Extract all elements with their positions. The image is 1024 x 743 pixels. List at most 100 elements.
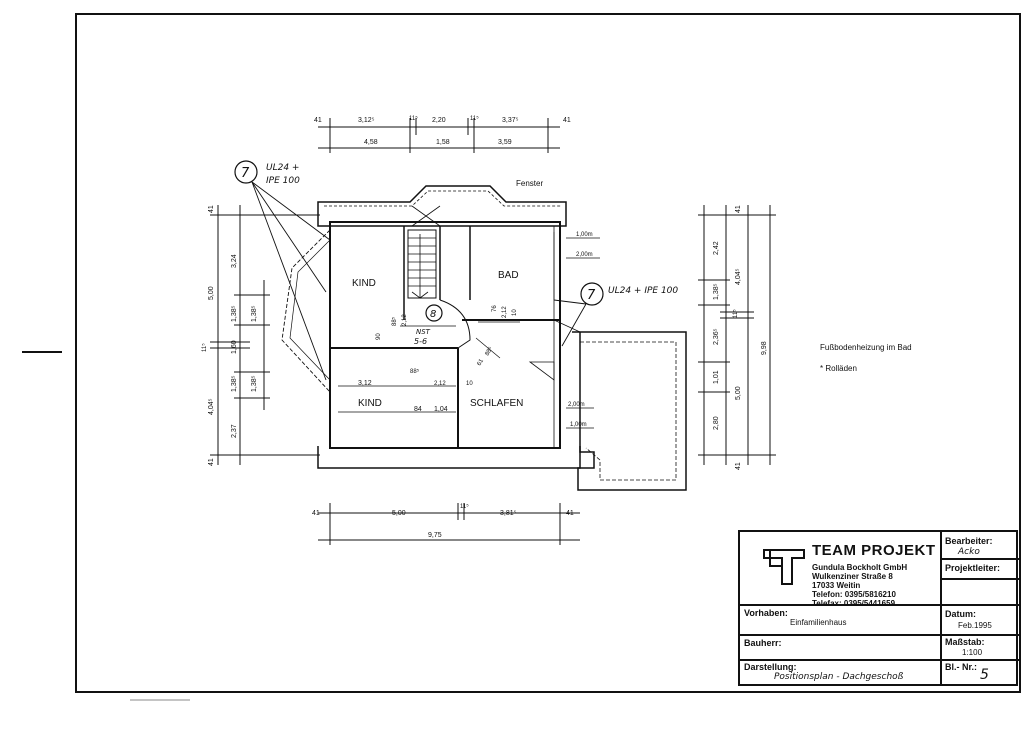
dim-right-i3: 2,36⁵	[713, 328, 720, 345]
dim-left-i2: 1,38⁵	[231, 305, 238, 322]
dimension-top	[318, 118, 560, 153]
datum-label: Datum:	[945, 609, 976, 619]
dim-top-4: 2,20	[432, 117, 446, 124]
dim-left-1: 41	[208, 205, 215, 213]
dim-right-i2: 1,38⁵	[713, 283, 720, 300]
dim-inner-k: 88⁵	[391, 316, 398, 326]
dim-inner-b: 2,00m	[576, 252, 593, 258]
company-phone: Telefon: 0395/5816210	[812, 590, 896, 599]
dim-inner-e: 3,12	[358, 380, 372, 387]
dim-inner-g: 1,04	[434, 406, 448, 413]
dim-right-i1: 2,42	[713, 241, 720, 255]
dim-right-i5: 2,80	[713, 416, 720, 430]
dim-inner-a: 1,00m	[576, 232, 593, 238]
tb-line	[740, 634, 940, 636]
vorhaben-value: Einfamilienhaus	[790, 618, 847, 627]
dim-inner-c: 2,00m	[568, 402, 585, 408]
dim-top-6: 3,37⁵	[502, 117, 519, 124]
dim-inner-i: 2,12	[434, 381, 446, 387]
bauherr-label: Bauherr:	[744, 638, 782, 648]
dim-top-2: 3,12⁵	[358, 117, 375, 124]
title-block: TEAM PROJEKT Gundula Bockholt GmbH Wulke…	[738, 530, 1020, 686]
dim-left-5: 41	[208, 458, 215, 466]
dim-right-5: 41	[735, 462, 742, 470]
tb-line	[940, 634, 1020, 636]
dim-bot-4: 3,81⁵	[500, 510, 517, 517]
position-tag-right-line1: UL24 + IPE 100	[608, 286, 678, 296]
dim-top-7: 41	[563, 117, 571, 124]
dim-left-4: 4,04⁵	[208, 398, 215, 415]
position-tag-right-leaders	[553, 299, 587, 347]
tb-line	[740, 659, 940, 661]
dim-inner-r: 61	[477, 358, 486, 367]
company-address1: Wulkenziner Straße 8	[812, 572, 893, 581]
company-fax: Telefax: 0395/5441659	[812, 599, 896, 608]
company-logo-icon	[763, 549, 805, 585]
dim-right-total: 9,98	[761, 341, 768, 355]
dim-inner-p: 10	[512, 309, 518, 316]
dim-right-4: 5,00	[735, 386, 742, 400]
dim-left-j2: 1,38⁵	[251, 375, 258, 392]
position-tag-left-leaders	[251, 181, 331, 381]
dim-left-j1: 1,38⁵	[251, 305, 258, 322]
dim-inner-d: 1,00m	[570, 422, 587, 428]
position-circle-7-right	[580, 282, 604, 306]
dim-bot-1: 41	[312, 510, 320, 517]
company-address2: 17033 Weitin	[812, 581, 861, 590]
datum-value: Feb.1995	[958, 621, 992, 630]
dim-top-r2-3: 3,59	[498, 139, 512, 146]
dim-left-3: 11⁵	[201, 343, 208, 352]
tb-line	[940, 578, 1020, 580]
dim-inner-j: 90	[376, 333, 382, 340]
dim-top-3: 11⁵	[409, 115, 418, 122]
dim-bot-total: 9,75	[428, 532, 442, 539]
room-kind-top: KIND	[352, 278, 376, 289]
dim-inner-n: 76	[492, 305, 498, 312]
darstellung-label: Darstellung:	[744, 662, 797, 672]
position-tag-right-number: 7	[587, 288, 596, 303]
dim-top-r2-1: 4,58	[364, 139, 378, 146]
dim-bot-3: 11⁵	[460, 503, 469, 510]
dim-left-i5: 2,37	[231, 424, 238, 438]
room-kind-bottom: KIND	[358, 398, 382, 409]
room-bad: BAD	[498, 270, 519, 281]
dim-inner-l: 2,12	[402, 314, 408, 326]
dim-inner-o: 2,12	[502, 306, 508, 318]
tb-line	[940, 604, 1020, 606]
dim-left-i1: 3,24	[231, 254, 238, 268]
dim-bot-2: 5,00	[392, 510, 406, 517]
dimension-left	[210, 205, 320, 465]
tb-line	[940, 659, 1020, 661]
position-circle-8	[425, 304, 443, 322]
bearbeiter-label: Bearbeiter:	[945, 536, 993, 546]
vorhaben-label: Vorhaben:	[744, 608, 788, 618]
window-label: Fenster	[516, 179, 543, 188]
dim-top-r2-2: 1,58	[436, 139, 450, 146]
blatt-value: 5	[980, 667, 989, 683]
stair-note-2: 5-6	[414, 337, 427, 346]
dim-right-2: 4,04⁵	[735, 268, 742, 285]
position-tag-left-line2: IPE 100	[266, 176, 300, 186]
dim-right-1: 41	[735, 205, 742, 213]
floor-plan	[281, 185, 687, 491]
massstab-value: 1:100	[962, 648, 983, 657]
note-heating: Fußbodenheizung im Bad	[820, 343, 912, 352]
tb-line	[940, 558, 1020, 560]
position-tag-left-line1: UL24 +	[266, 163, 299, 173]
blatt-label: Bl.- Nr.:	[945, 662, 978, 672]
room-schlafen: SCHLAFEN	[470, 398, 523, 409]
position-tag-left-number: 7	[241, 166, 250, 181]
bearbeiter-value: Acko	[958, 547, 980, 557]
dim-right-3: 11⁵	[732, 309, 739, 318]
dim-left-2: 5,00	[208, 286, 215, 300]
dim-bot-5: 41	[566, 510, 574, 517]
projektleiter-label: Projektleiter:	[945, 563, 1001, 573]
darstellung-value: Positionsplan - Dachgeschoß	[774, 672, 904, 682]
dim-left-i3: 1,60	[231, 340, 238, 354]
dim-inner-m: 10	[466, 381, 473, 387]
dim-left-i4: 1,38⁵	[231, 375, 238, 392]
stair-number: 8	[430, 309, 436, 320]
dim-right-i4: 1,01	[713, 370, 720, 384]
dim-top-1: 41	[314, 117, 322, 124]
